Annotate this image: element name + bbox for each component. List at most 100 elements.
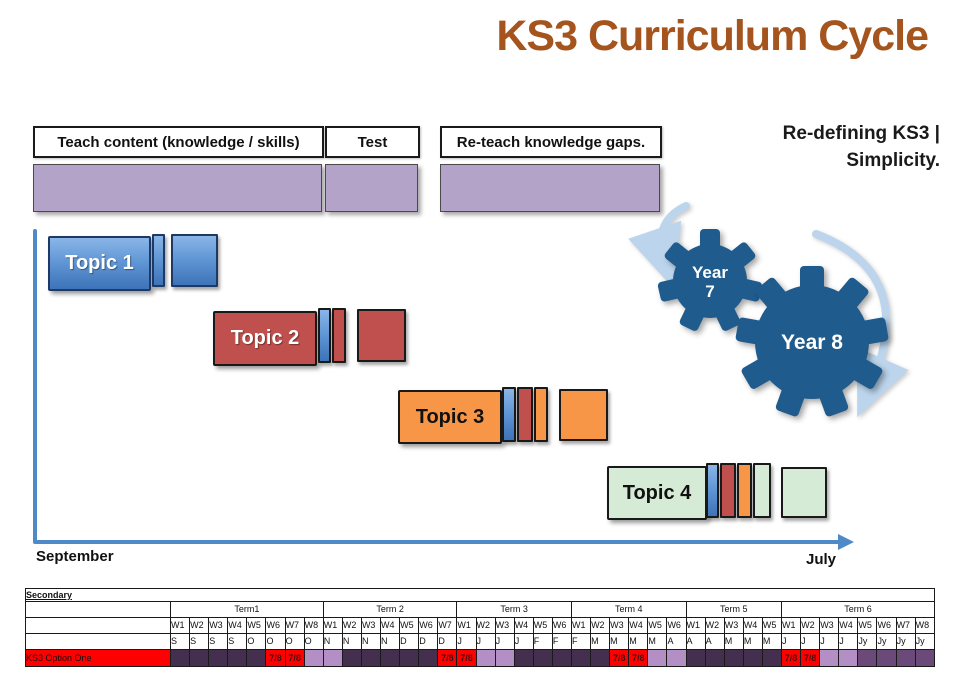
term-header-5: Term 5 bbox=[685, 601, 783, 618]
schedule-cell: 7/8 bbox=[609, 649, 630, 667]
week-cell: W4 bbox=[838, 617, 859, 634]
month-cell: Jy bbox=[895, 633, 916, 650]
reteach-bar bbox=[440, 164, 660, 212]
month-cell: M bbox=[723, 633, 744, 650]
term-header-1: Term1 bbox=[170, 601, 324, 618]
topic4-medium-box bbox=[781, 467, 827, 518]
horizontal-axis bbox=[33, 540, 840, 544]
month-cell: J bbox=[475, 633, 496, 650]
topic4-segment-blue bbox=[706, 463, 719, 518]
month-cell: S bbox=[227, 633, 248, 650]
term-header-4: Term 4 bbox=[570, 601, 687, 618]
month-cell: Jy bbox=[876, 633, 897, 650]
week-cell: W2 bbox=[189, 617, 210, 634]
schedule-cell bbox=[742, 649, 763, 667]
month-cell: S bbox=[189, 633, 210, 650]
schedule-cell: 7/8 bbox=[265, 649, 286, 667]
week-cell: W7 bbox=[284, 617, 305, 634]
week-cell: W3 bbox=[360, 617, 382, 634]
week-cell: W7 bbox=[895, 617, 916, 634]
tagline-line1: Re-defining KS3 | bbox=[782, 123, 940, 144]
topic4-segment-orange bbox=[737, 463, 752, 518]
week-cell: W4 bbox=[380, 617, 401, 634]
term-header-2: Term 2 bbox=[322, 601, 458, 618]
axis-start-label: September bbox=[36, 548, 114, 565]
month-cell: N bbox=[360, 633, 382, 650]
year-cycle-gears: Year 7 Year 8 bbox=[628, 202, 909, 418]
topic3-segment-orange bbox=[534, 387, 548, 442]
month-cell: Jy bbox=[857, 633, 878, 650]
month-cell: O bbox=[246, 633, 267, 650]
week-cell: W3 bbox=[819, 617, 840, 634]
week-cell: W2 bbox=[475, 617, 496, 634]
schedule-cell: 7/8 bbox=[780, 649, 802, 667]
cycle-arrow-right-icon bbox=[812, 230, 909, 418]
schedule-cell bbox=[513, 649, 534, 667]
term-header-6: Term 6 bbox=[780, 601, 936, 618]
topic1-segment-blue bbox=[152, 234, 165, 287]
week-cell: W1 bbox=[169, 617, 191, 634]
month-cell: O bbox=[284, 633, 305, 650]
topic1-box: Topic 1 bbox=[48, 236, 151, 291]
week-cell: W5 bbox=[857, 617, 878, 634]
month-cell: A bbox=[666, 633, 687, 650]
month-cell: O bbox=[265, 633, 286, 650]
year8-gear-icon: Year 8 bbox=[735, 266, 889, 417]
year7-label-line1: Year bbox=[692, 263, 728, 282]
schedule-cell bbox=[857, 649, 878, 667]
topic3-label: Topic 3 bbox=[415, 405, 485, 428]
month-row-label-cell bbox=[25, 633, 171, 650]
cycle-arrow-left-icon bbox=[628, 202, 690, 291]
step-teach-text: Teach content (knowledge / skills) bbox=[57, 133, 300, 151]
schedule-cell bbox=[418, 649, 439, 667]
month-cell: O bbox=[303, 633, 324, 650]
schedule-cell: 7/8 bbox=[456, 649, 477, 667]
schedule-cell bbox=[208, 649, 229, 667]
schedule-cell bbox=[895, 649, 916, 667]
month-cell: M bbox=[647, 633, 668, 650]
schedule-cell: 7/8 bbox=[800, 649, 821, 667]
week-cell: W5 bbox=[246, 617, 267, 634]
week-cell: W6 bbox=[666, 617, 687, 634]
tagline-line2: Simplicity. bbox=[846, 149, 940, 171]
month-cell: N bbox=[380, 633, 401, 650]
week-cell: W2 bbox=[704, 617, 725, 634]
week-cell: W6 bbox=[265, 617, 286, 634]
week-cell: W5 bbox=[532, 617, 553, 634]
schedule-cell bbox=[570, 649, 592, 667]
week-row-label-cell bbox=[25, 617, 171, 634]
step-reteach-text: Re-teach knowledge gaps. bbox=[456, 133, 646, 151]
week-cell: W3 bbox=[723, 617, 744, 634]
month-cell: S bbox=[169, 633, 191, 650]
month-cell: D bbox=[399, 633, 420, 650]
week-cell: W1 bbox=[780, 617, 802, 634]
schedule-cell bbox=[360, 649, 382, 667]
schedule-cell bbox=[819, 649, 840, 667]
schedule-cell bbox=[838, 649, 859, 667]
month-cell: D bbox=[437, 633, 458, 650]
week-cell: W5 bbox=[761, 617, 783, 634]
week-cell: W2 bbox=[341, 617, 362, 634]
axis-arrowhead-icon bbox=[838, 534, 854, 550]
week-cell: W1 bbox=[456, 617, 477, 634]
week-cell: W6 bbox=[876, 617, 897, 634]
week-cell: W4 bbox=[513, 617, 534, 634]
week-cell: W4 bbox=[628, 617, 649, 634]
month-cell: N bbox=[341, 633, 362, 650]
month-cell: A bbox=[685, 633, 706, 650]
month-cell: N bbox=[322, 633, 343, 650]
topic2-segment-blue bbox=[318, 308, 331, 363]
topic4-segment-red bbox=[720, 463, 736, 518]
topic3-box: Topic 3 bbox=[398, 390, 502, 444]
schedule-cell bbox=[704, 649, 725, 667]
month-cell: F bbox=[532, 633, 553, 650]
schedule-cell bbox=[380, 649, 401, 667]
topic2-label: Topic 2 bbox=[230, 327, 300, 349]
topic2-medium-box bbox=[357, 309, 406, 362]
week-cell: W6 bbox=[418, 617, 439, 634]
corner-cell bbox=[25, 601, 171, 618]
week-cell: W3 bbox=[208, 617, 229, 634]
schedule-cell bbox=[399, 649, 420, 667]
month-cell: F bbox=[570, 633, 592, 650]
